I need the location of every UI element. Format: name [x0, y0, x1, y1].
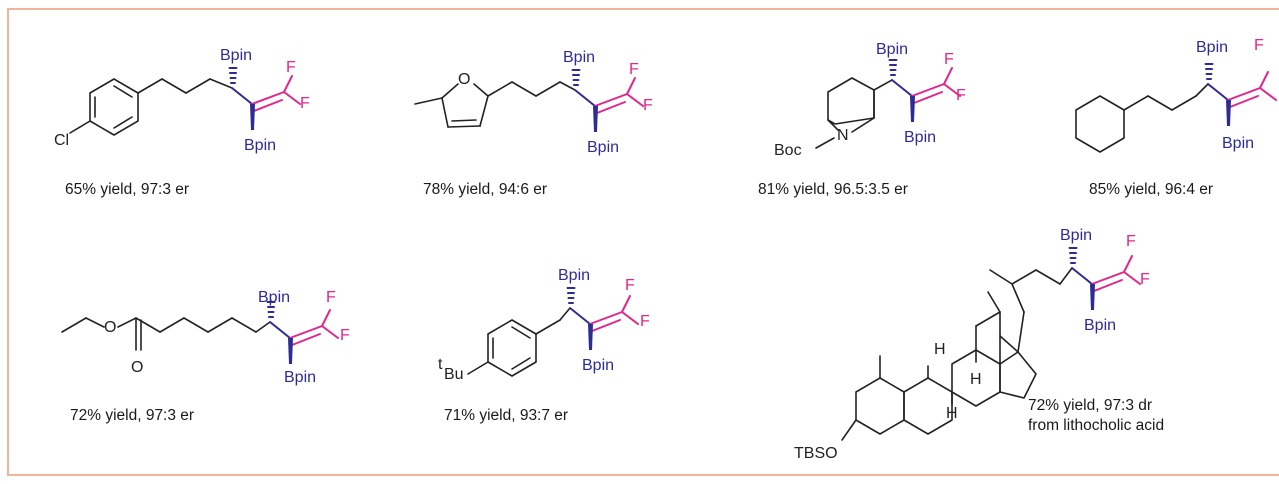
- bpin-label: Bpin: [1060, 227, 1092, 244]
- compound-7-yield: 72% yield, 97:3 dr: [1028, 397, 1152, 414]
- fluorine-atom: F: [340, 327, 350, 344]
- fluorine-atom: F: [300, 95, 310, 112]
- bpin-label: Bpin: [582, 357, 614, 374]
- oxygen-atom: O: [458, 71, 470, 88]
- scheme-frame: [7, 8, 1279, 476]
- compound-1-structure: [69, 67, 301, 136]
- fluorine-atom: F: [944, 51, 954, 68]
- bpin-label: Bpin: [220, 47, 252, 64]
- compound-6-structure: [467, 287, 639, 377]
- compound-6-yield: 71% yield, 93:7 er: [444, 407, 568, 424]
- fluorine-atom: F: [326, 289, 336, 306]
- compound-2-structure: [414, 69, 644, 133]
- fluorine-atom: F: [629, 61, 639, 78]
- bpin-label: Bpin: [284, 369, 316, 386]
- bpin-label: Bpin: [1084, 317, 1116, 334]
- bpin-label: Bpin: [244, 137, 276, 154]
- tbu-label: Bu: [444, 366, 464, 383]
- fluorine-atom: F: [286, 59, 296, 76]
- oxygen-atom: O: [131, 359, 143, 376]
- compound-1-yield: 65% yield, 97:3 er: [65, 181, 189, 198]
- tbu-superscript: t: [438, 356, 443, 373]
- compound-2-yield: 78% yield, 94:6 er: [423, 181, 547, 198]
- fluorine-atom: F: [625, 277, 635, 294]
- compound-3-structure: [815, 59, 961, 149]
- compound-7-note: from lithocholic acid: [1028, 417, 1164, 434]
- bpin-label: Bpin: [1196, 39, 1228, 56]
- hydrogen-atom: H: [970, 371, 982, 388]
- compound-7-structure: [841, 247, 1141, 441]
- bpin-label: Bpin: [563, 49, 595, 66]
- nitrogen-atom: N: [837, 127, 849, 144]
- bpin-label: Bpin: [904, 129, 936, 146]
- compound-3-yield: 81% yield, 96.5:3.5 er: [758, 181, 908, 198]
- fluorine-atom: F: [640, 313, 650, 330]
- bpin-label: Bpin: [558, 267, 590, 284]
- fluorine-atom: F: [643, 97, 653, 114]
- boc-label: Boc: [774, 142, 802, 159]
- fluorine-atom: F: [956, 87, 966, 104]
- tbso-label: TBSO: [794, 445, 838, 462]
- hydrogen-atom: H: [946, 405, 958, 422]
- bpin-label: Bpin: [1222, 135, 1254, 152]
- chlorine-atom: Cl: [54, 132, 69, 149]
- hydrogen-atom: H: [934, 341, 946, 358]
- bpin-label: Bpin: [876, 41, 908, 58]
- oxygen-atom: O: [104, 319, 116, 336]
- fluorine-atom: F: [1126, 233, 1136, 250]
- compound-5-yield: 72% yield, 97:3 er: [70, 407, 194, 424]
- bpin-label: Bpin: [258, 289, 290, 306]
- compound-4-yield: 85% yield, 96:4 er: [1089, 181, 1213, 198]
- compound-5-structure: [61, 301, 339, 365]
- compound-4-structure: [1075, 63, 1277, 153]
- bpin-label: Bpin: [587, 139, 619, 156]
- fluorine-atom: F: [1254, 37, 1264, 54]
- fluorine-atom: F: [1140, 271, 1150, 288]
